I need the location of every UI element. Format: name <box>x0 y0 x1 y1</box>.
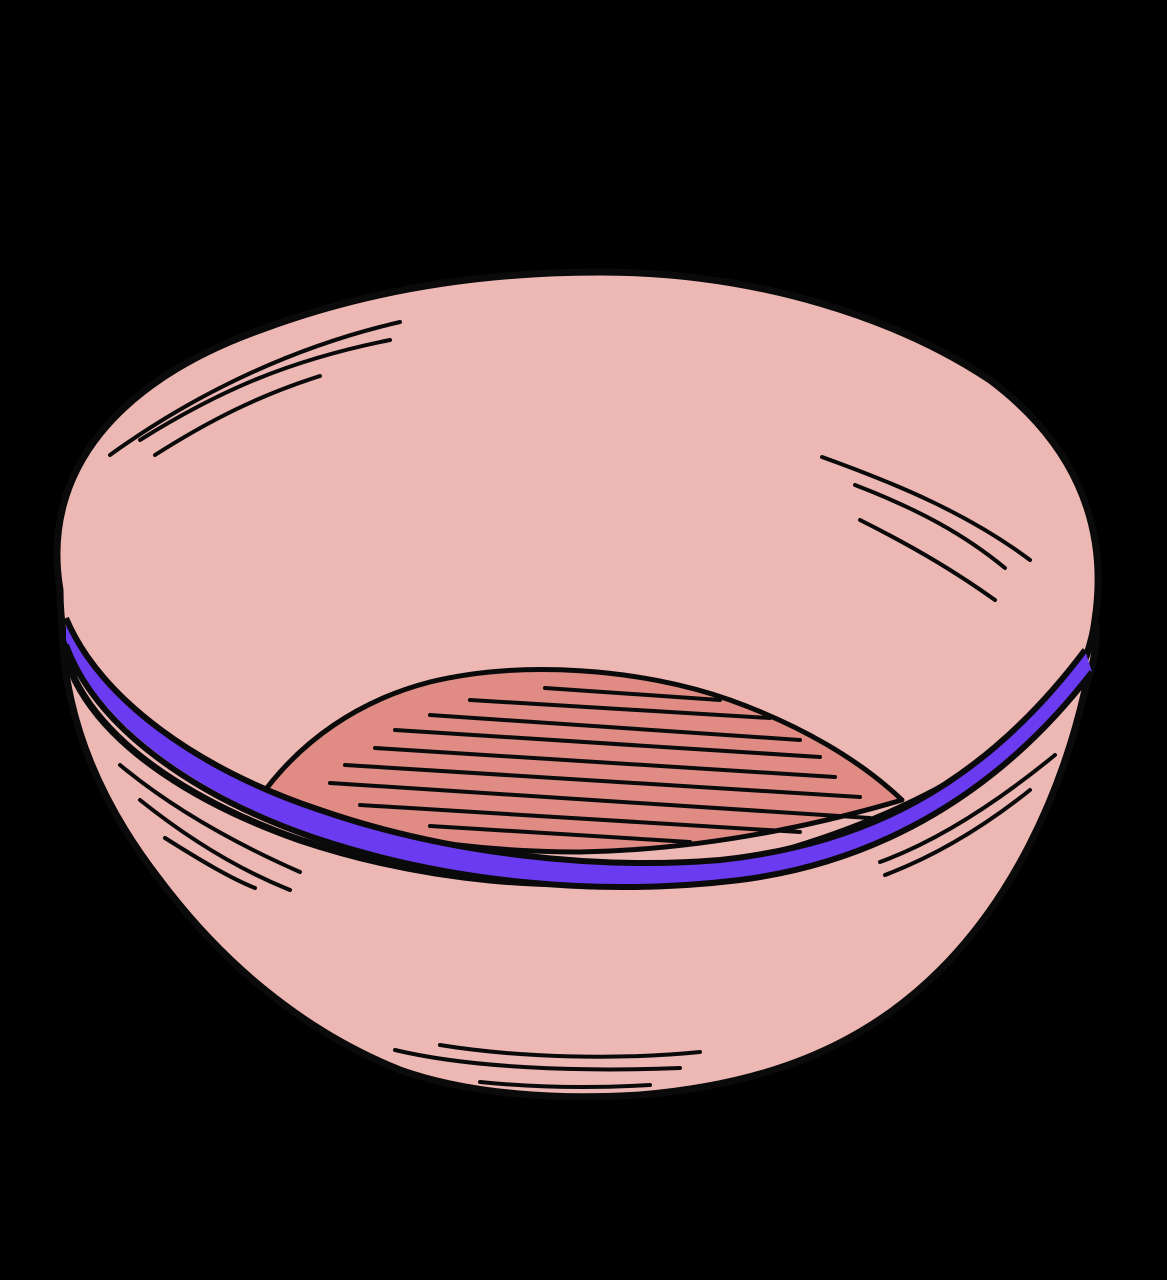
bowl-interior <box>53 268 1102 888</box>
interior-highlight-left <box>108 320 402 457</box>
rim-band <box>66 618 1092 885</box>
interior-highlight-right <box>820 455 1032 602</box>
rim-band-top-edge <box>63 616 1088 866</box>
body-highlight-right <box>878 753 1057 877</box>
bottom-hatching <box>328 686 872 844</box>
body-highlight-bottom <box>393 1043 702 1089</box>
body-highlight-left <box>118 763 302 892</box>
rim-band-bottom-edge <box>63 643 1095 890</box>
